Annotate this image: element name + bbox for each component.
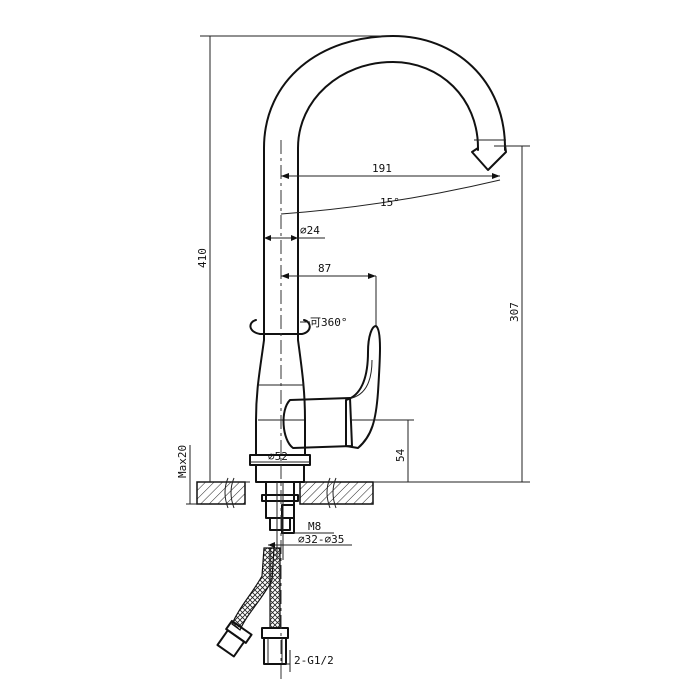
dim-handle-reach: 87 — [281, 262, 377, 326]
dim-rotation: 可360° — [300, 316, 348, 329]
dim-base-diameter: ⌀52 — [250, 450, 310, 463]
label-outlet-height: 307 — [508, 302, 521, 322]
label-hole-diameter: ⌀32-⌀35 — [298, 533, 344, 546]
faucet-body — [249, 35, 507, 483]
dim-tube-diameter: ⌀24 — [264, 224, 325, 241]
label-total-height: 410 — [196, 248, 209, 268]
dim-outlet-height: 307 — [373, 145, 530, 483]
spout-tip — [471, 144, 507, 171]
label-spout-reach: 191 — [372, 162, 392, 175]
dim-spout-angle: 15° — [280, 179, 501, 215]
dim-handle-height: 54 — [352, 419, 414, 482]
hose-left — [231, 547, 275, 631]
dim-hose-connection: 2-G1/2 — [286, 650, 334, 672]
hose-nut-right — [261, 627, 289, 639]
lever — [345, 325, 381, 449]
dim-max-thickness: Max20 — [176, 445, 200, 505]
dim-thread: M8 — [294, 520, 334, 534]
dim-hole-diameter: ⌀32-⌀35 — [268, 533, 352, 548]
label-handle-height: 54 — [394, 448, 407, 462]
label-hose-connection: 2-G1/2 — [294, 654, 334, 667]
dim-total-height: 410 — [196, 35, 390, 483]
dim-spout-reach: 191 — [281, 162, 500, 179]
label-tube-diameter: ⌀24 — [300, 224, 320, 237]
label-rotation: 可360° — [310, 316, 348, 329]
label-base-diameter: ⌀52 — [268, 450, 288, 463]
label-max-thickness: Max20 — [176, 445, 189, 478]
label-spout-angle: 15° — [380, 196, 400, 209]
label-handle-reach: 87 — [318, 262, 331, 275]
handle-housing — [282, 397, 353, 449]
spout-inner — [297, 61, 479, 319]
threaded-stud — [281, 504, 295, 534]
under-counter-fittings — [216, 481, 299, 665]
label-thread: M8 — [308, 520, 321, 533]
spout-outer — [263, 35, 506, 319]
countertop — [196, 477, 374, 509]
